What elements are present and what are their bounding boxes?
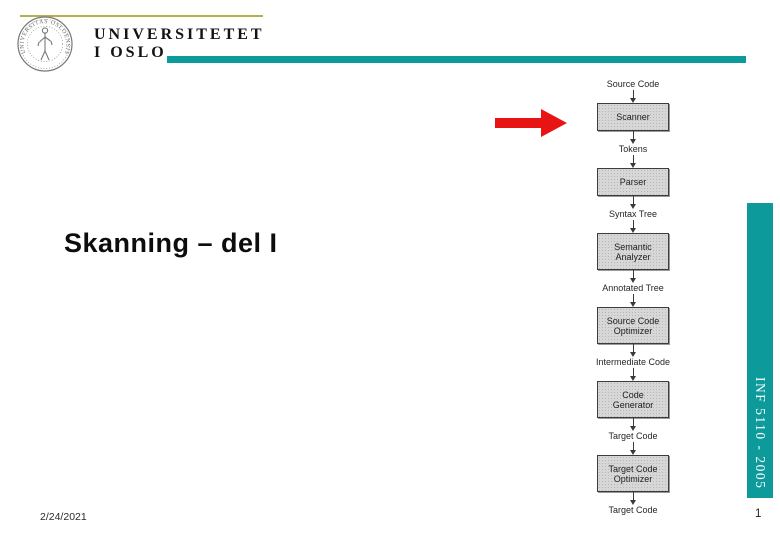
page-number: 1 (755, 508, 762, 520)
arrow-line (632, 131, 634, 139)
arrow-head (630, 139, 636, 144)
pipeline-label: Target Code (608, 431, 658, 441)
pipeline-box: Semantic Analyzer (597, 233, 669, 270)
arrow-line (632, 442, 634, 450)
arrow-head (630, 352, 636, 357)
slide-date: 2/24/2021 (40, 511, 87, 523)
arrow-head (630, 204, 636, 209)
pipeline-label: Syntax Tree (608, 209, 658, 219)
seal-figure-icon (37, 27, 53, 61)
down-arrow-icon (630, 294, 636, 307)
slide-title: Skanning – del I (64, 228, 278, 259)
down-arrow-icon (630, 492, 636, 505)
pipeline-label: Annotated Tree (602, 283, 664, 293)
pipeline-label: Intermediate Code (595, 357, 671, 367)
down-arrow-icon (630, 442, 636, 455)
arrow-line (632, 270, 634, 278)
down-arrow-icon (630, 220, 636, 233)
down-arrow-icon (630, 196, 636, 209)
arrow-line (632, 492, 634, 500)
down-arrow-icon (630, 368, 636, 381)
pipeline-box: Scanner (597, 103, 669, 131)
arrow-line (632, 90, 634, 98)
down-arrow-icon (630, 155, 636, 168)
university-wordmark: UNIVERSITETET I OSLO (94, 26, 265, 62)
arrow-head (630, 376, 636, 381)
arrow-head (630, 98, 636, 103)
highlight-arrow-head (541, 109, 567, 137)
pipeline-label: Tokens (618, 144, 648, 154)
down-arrow-icon (630, 131, 636, 144)
arrow-head (630, 450, 636, 455)
highlight-arrow-shaft (495, 118, 543, 128)
arrow-line (632, 196, 634, 204)
pipeline-box: Parser (597, 168, 669, 196)
uio-seal-logo: UNIVERSITAS OSLOENSIS (17, 16, 73, 72)
down-arrow-icon (630, 418, 636, 431)
pipeline-label: Target Code (608, 505, 658, 515)
arrow-line (632, 418, 634, 426)
highlight-arrow-icon (495, 109, 567, 137)
arrow-line (632, 155, 634, 163)
arrow-line (632, 368, 634, 376)
pipeline-box: Target Code Optimizer (597, 455, 669, 492)
arrow-line (632, 220, 634, 228)
arrow-head (630, 278, 636, 283)
university-name-line2: I OSLO (94, 44, 167, 61)
arrow-head (630, 163, 636, 168)
pipeline-box: Source Code Optimizer (597, 307, 669, 344)
university-name-line1: UNIVERSITETET (94, 26, 265, 43)
arrow-head (630, 426, 636, 431)
pipeline-label: Source Code (606, 79, 660, 89)
pipeline-box: Code Generator (597, 381, 669, 418)
arrow-line (632, 344, 634, 352)
arrow-head (630, 228, 636, 233)
down-arrow-icon (630, 270, 636, 283)
course-sidebar-label: INF 5110 - 2005 (753, 376, 768, 489)
down-arrow-icon (630, 344, 636, 357)
header-teal-rule (167, 56, 746, 63)
arrow-head (630, 302, 636, 307)
arrow-line (632, 294, 634, 302)
course-sidebar: INF 5110 - 2005 (747, 203, 773, 498)
arrow-head (630, 500, 636, 505)
header-olive-rule (20, 15, 263, 17)
down-arrow-icon (630, 90, 636, 103)
